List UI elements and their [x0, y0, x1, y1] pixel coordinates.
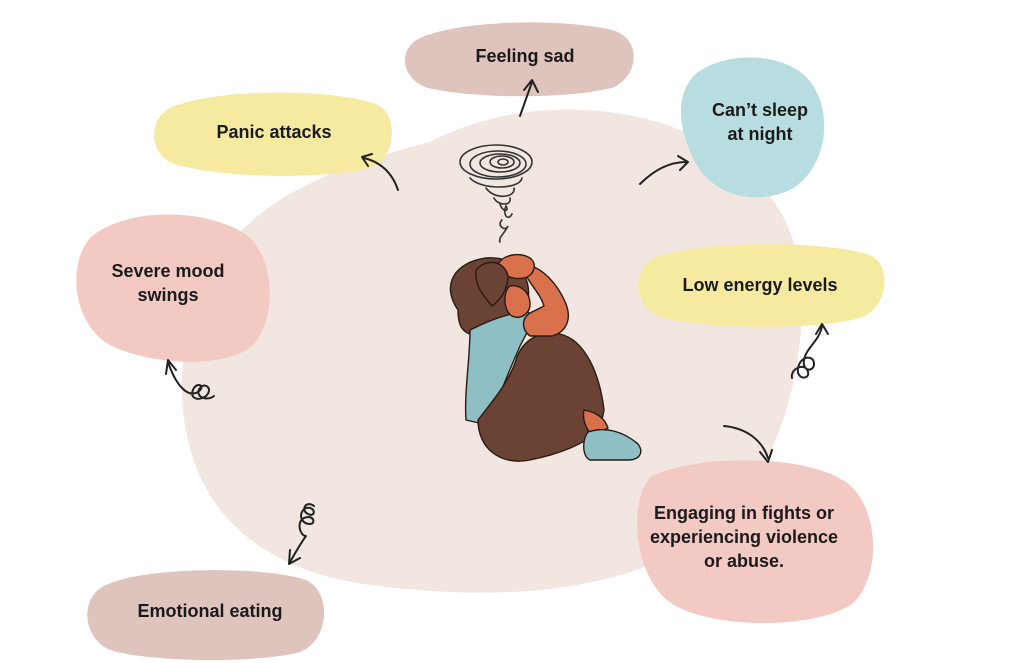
arrow-low-energy [790, 323, 829, 379]
cant-sleep-blob [681, 57, 825, 198]
arrow-feeling-sad [519, 79, 539, 117]
scribble-icon [459, 144, 533, 243]
sad-person-illustration [449, 253, 642, 462]
label-panic-attacks: Panic attacks [216, 122, 332, 142]
low-energy-blob [638, 244, 885, 327]
fights-blob [637, 460, 874, 624]
emotional-eating-blob [87, 570, 325, 661]
label-feeling-sad: Feeling sad [475, 46, 575, 66]
label-low-energy: Low energy levels [682, 275, 838, 295]
feeling-sad-blob [404, 22, 634, 97]
arrow-panic-attacks [361, 153, 399, 191]
label-emotional-eating: Emotional eating [137, 601, 283, 621]
arrow-fights [723, 425, 773, 463]
mood-swings-blob [76, 214, 270, 362]
arrow-emotional-eating [288, 503, 315, 565]
arrow-cant-sleep [639, 155, 689, 185]
panic-attacks-blob [153, 92, 392, 176]
arrow-mood-swings [165, 359, 215, 400]
